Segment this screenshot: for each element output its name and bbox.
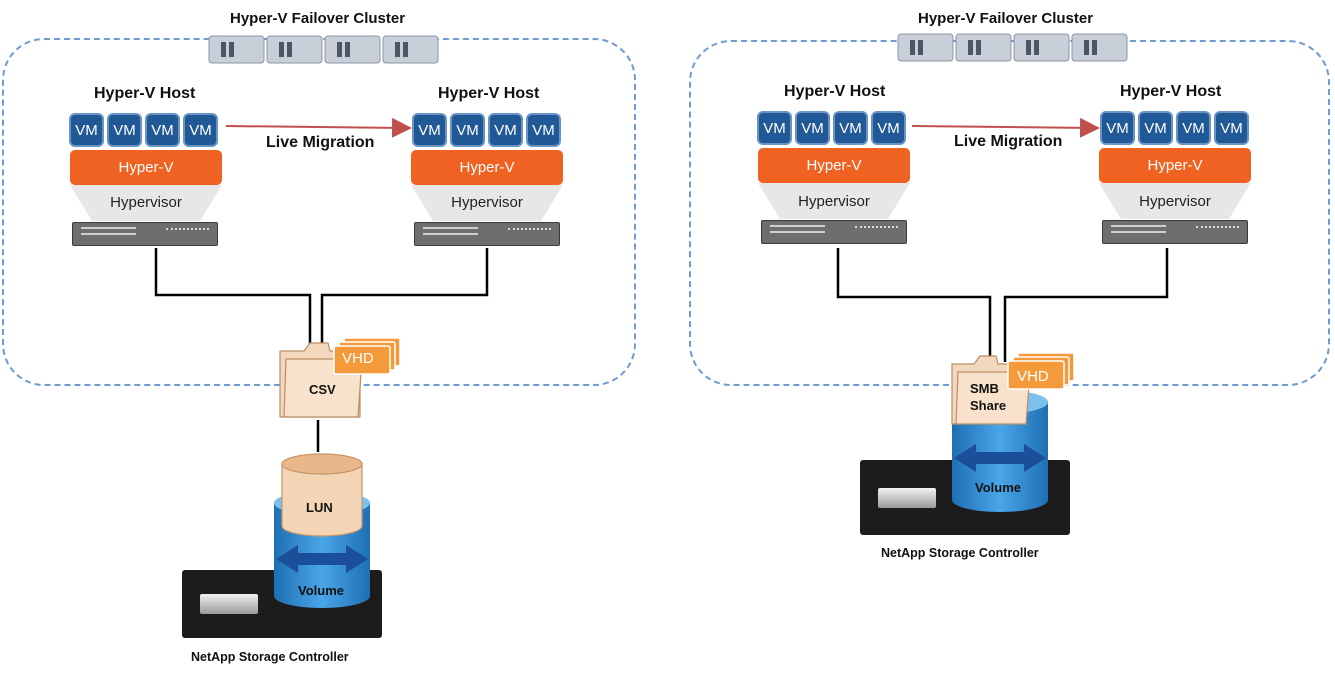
cluster-title: Hyper-V Failover Cluster bbox=[230, 10, 406, 27]
cluster-node-1 bbox=[897, 33, 954, 62]
hyperv-bar-left: Hyper-V bbox=[758, 148, 910, 183]
hypervisor-shade-right bbox=[411, 185, 563, 221]
hypervisor-shade-left bbox=[70, 185, 222, 221]
server-unit-right bbox=[1102, 220, 1248, 244]
volume-label: Volume bbox=[298, 583, 344, 598]
vm-box: VM bbox=[1214, 111, 1249, 145]
hyperv-bar-right: Hyper-V bbox=[1099, 148, 1251, 183]
vm-box: VM bbox=[871, 111, 906, 145]
host-right-link bbox=[320, 248, 489, 352]
connection-lines bbox=[836, 117, 1169, 362]
vm-box: VM bbox=[1138, 111, 1173, 145]
cluster-node-3 bbox=[324, 35, 381, 64]
smb-share-label-line2: Share bbox=[970, 398, 1007, 413]
vm-box: VM bbox=[412, 113, 447, 147]
host-label-right: Hyper-V Host bbox=[438, 85, 540, 102]
host-label-left: Hyper-V Host bbox=[784, 83, 886, 100]
vm-box: VM bbox=[1176, 111, 1211, 145]
vhd-stack-icon bbox=[1007, 352, 1075, 390]
vm-box: VM bbox=[145, 113, 180, 147]
host-label-left: Hyper-V Host bbox=[94, 85, 196, 102]
volume-label: Volume bbox=[975, 480, 1021, 495]
vhd-label: VHD bbox=[1017, 368, 1049, 385]
host-right-link bbox=[1003, 248, 1169, 362]
volume-cylinder-icon bbox=[274, 453, 370, 608]
vm-group-left: VM VM VM VM bbox=[757, 111, 906, 145]
vm-group-right: VM VM VM VM bbox=[1100, 111, 1249, 145]
cluster-node-strip bbox=[208, 35, 439, 64]
volume-bidirectional-arrow bbox=[276, 545, 368, 573]
hypervisor-label-left: Hypervisor bbox=[798, 193, 870, 210]
cluster-node-1 bbox=[208, 35, 265, 64]
cluster-node-2 bbox=[955, 33, 1012, 62]
vm-group-right: VM VM VM VM bbox=[412, 113, 561, 147]
vm-group-left: VM VM VM VM bbox=[69, 113, 218, 147]
hypervisor-label-right: Hypervisor bbox=[1139, 193, 1211, 210]
cluster-title: Hyper-V Failover Cluster bbox=[918, 10, 1094, 27]
vm-box: VM bbox=[107, 113, 142, 147]
right-diagram: Hyper-V Failover Cluster Hyper-V Host bbox=[660, 0, 1335, 676]
hypervisor-label-left: Hypervisor bbox=[110, 194, 182, 211]
csv-label: CSV bbox=[309, 382, 336, 397]
vm-box: VM bbox=[526, 113, 561, 147]
host-label-right: Hyper-V Host bbox=[1120, 83, 1222, 100]
chassis-handle bbox=[878, 488, 936, 508]
vhd-stack-icon bbox=[333, 337, 401, 375]
hypervisor-shade-right bbox=[1099, 183, 1251, 219]
hyperv-bar-right: Hyper-V bbox=[411, 150, 563, 185]
vm-box: VM bbox=[833, 111, 868, 145]
vhd-label: VHD bbox=[342, 350, 374, 367]
migration-arrow bbox=[911, 117, 1100, 138]
vm-box: VM bbox=[488, 113, 523, 147]
host-left-link bbox=[836, 248, 992, 362]
cluster-node-4 bbox=[1071, 33, 1128, 62]
vm-box: VM bbox=[795, 111, 830, 145]
smb-share-folder-icon bbox=[951, 352, 1075, 425]
csv-folder-icon bbox=[279, 337, 401, 418]
smb-share-label-line1: SMB bbox=[970, 381, 999, 396]
storage-controller-label: NetApp Storage Controller bbox=[191, 650, 349, 664]
vm-box: VM bbox=[1100, 111, 1135, 145]
hyperv-bar-left: Hyper-V bbox=[70, 150, 222, 185]
volume-bidirectional-arrow bbox=[954, 444, 1046, 472]
lun-label: LUN bbox=[306, 500, 333, 515]
storage-controller-label: NetApp Storage Controller bbox=[881, 546, 1039, 560]
live-migration-label: Live Migration bbox=[266, 134, 375, 151]
server-unit-right bbox=[414, 222, 560, 246]
vm-box: VM bbox=[183, 113, 218, 147]
host-left-link bbox=[154, 248, 312, 352]
migration-arrow bbox=[225, 117, 412, 138]
vm-box: VM bbox=[69, 113, 104, 147]
cluster-node-strip bbox=[897, 33, 1128, 62]
lun-cylinder-icon bbox=[281, 453, 363, 537]
cluster-node-2 bbox=[266, 35, 323, 64]
live-migration-label: Live Migration bbox=[954, 133, 1063, 150]
chassis-handle bbox=[200, 594, 258, 614]
vm-box: VM bbox=[450, 113, 485, 147]
server-unit-left bbox=[761, 220, 907, 244]
connection-lines bbox=[154, 117, 489, 452]
cluster-node-4 bbox=[382, 35, 439, 64]
server-unit-left bbox=[72, 222, 218, 246]
hypervisor-shade-left bbox=[758, 183, 910, 219]
vm-box: VM bbox=[757, 111, 792, 145]
left-diagram: Hyper-V Failover Cluster bbox=[0, 0, 660, 676]
cluster-node-3 bbox=[1013, 33, 1070, 62]
hypervisor-label-right: Hypervisor bbox=[451, 194, 523, 211]
